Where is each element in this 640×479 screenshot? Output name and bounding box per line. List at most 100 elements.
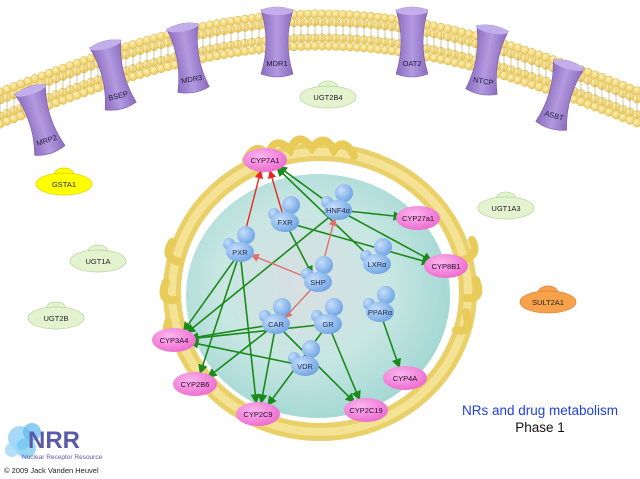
receptor-body [226, 242, 254, 262]
cyp-shape [173, 372, 217, 396]
receptor-lxra: LXRα [360, 238, 392, 274]
enzyme-ugt2b: UGT2B [27, 301, 85, 330]
receptor-ligand-domain [273, 298, 291, 316]
receptor-hnf4a: HNF4α [321, 184, 353, 220]
enzyme-body [27, 306, 85, 330]
cyp-cyp27a1: CYP27a1 [396, 206, 440, 230]
activation-edge-GR-CYP2C19 [327, 323, 361, 401]
enzyme-ugt1a: UGT1A [69, 244, 127, 273]
receptor-label: PXR [232, 248, 248, 257]
transporter-label: OAT2 [402, 59, 421, 68]
receptor-pxr: PXR [223, 226, 255, 262]
activation-edge-FXR-CYP8B1 [284, 221, 432, 266]
enzyme-ugt1a3: UGT1A3 [477, 191, 535, 220]
caption-title: NRs and drug metabolism [461, 403, 619, 418]
enzyme-body [69, 249, 127, 273]
enzyme-label: SULT2A1 [532, 298, 564, 307]
cyp-label: CYP27a1 [402, 214, 434, 223]
cyp-cyp4a: CYP4A [383, 366, 427, 390]
cyp-cyp8b1: CYP8B1 [424, 254, 468, 278]
cyp-cyp2b6: CYP2B6 [173, 372, 217, 396]
activation-edge-HNF4a-CYP8B1 [337, 209, 433, 262]
enzyme-label: UGT2B4 [313, 93, 342, 102]
receptor-ligand-domain [335, 184, 353, 202]
transporter-mrp2: MRP2 [14, 84, 66, 156]
transporter-top [89, 39, 122, 51]
transporter-top [553, 59, 584, 72]
enzyme-body [477, 196, 535, 220]
receptor-label: PPARα [368, 308, 393, 317]
activation-edge-PXR-CYP3A4 [182, 251, 241, 332]
receptor-vdr: VDR [288, 340, 320, 376]
receptor-body [291, 356, 319, 376]
receptor-label: VDR [297, 362, 313, 371]
transporter-top [261, 7, 293, 15]
activation-edge-PXR-CYP2B6 [198, 251, 241, 375]
receptor-label: GR [322, 320, 334, 329]
lipid-head [632, 110, 640, 120]
receptor-ligand-domain [374, 238, 392, 256]
transporter-label: NTCP [472, 75, 494, 87]
receptor-ligand-domain [282, 196, 300, 214]
activation-edge-CAR-CYP2C9 [258, 323, 277, 404]
transporter-top [15, 84, 46, 97]
cyp-label: CYP3A4 [160, 336, 189, 345]
receptor-ligand-domain [325, 298, 343, 316]
logo-subtext: Nuclear Receptor Resource [22, 454, 103, 461]
transporter-ntcp: NTCP [465, 24, 509, 96]
cyp-cyp2c9: CYP2C9 [236, 402, 280, 426]
receptor-body [262, 314, 290, 334]
cyp-shape [424, 254, 468, 278]
transporter-asbt: ASBT [535, 59, 585, 131]
receptor-ligand-domain [302, 340, 320, 358]
nrr-logo: NRR Nuclear Receptor Resource [2, 418, 117, 462]
receptor-body [363, 254, 391, 274]
transporter-top [396, 7, 428, 15]
receptor-body [304, 272, 332, 292]
receptor-label: LXRα [368, 260, 388, 269]
cyp-label: CYP8B1 [432, 262, 461, 271]
transporter-mdr1: MDR1 [260, 6, 294, 78]
transporter-bsep: BSEP [89, 39, 137, 111]
receptor-label: FXR [278, 218, 294, 227]
receptor-label: SHP [310, 278, 325, 287]
receptor-gr: GR [311, 298, 343, 334]
transporter-top [166, 22, 199, 33]
cyp-shape [383, 366, 427, 390]
enzyme-ugt2b4: UGT2B4 [299, 80, 357, 109]
lipid-head [632, 118, 640, 128]
enzyme-label: UGT1A3 [491, 204, 520, 213]
lipid-head [632, 86, 640, 96]
enzyme-sult2a1: SULT2A1 [519, 285, 577, 314]
receptor-ligand-domain [237, 226, 255, 244]
enzyme-body [299, 85, 357, 109]
activation-edge-CAR-CYP3A4 [188, 323, 277, 342]
enzyme-label: UGT1A [85, 257, 110, 266]
receptor-ligand-domain [377, 286, 395, 304]
receptor-body [366, 302, 394, 322]
receptor-label: HNF4α [326, 206, 351, 215]
cyp-shape [344, 398, 388, 422]
receptor-fxr: FXR [268, 196, 300, 232]
enzyme-gsta1: GSTA1 [35, 167, 93, 196]
caption-subtitle: Phase 1 [515, 420, 565, 435]
receptor-label: CAR [268, 320, 284, 329]
cyp-cyp2c19: CYP2C19 [344, 398, 388, 422]
transporter-oat2: OAT2 [395, 6, 429, 78]
transporter-mdr3: MDR3 [166, 22, 210, 94]
activation-edge-PXR-CYP2C9 [239, 251, 261, 404]
cyp-label: CYP2B6 [181, 380, 210, 389]
transporter-label: MDR3 [180, 73, 203, 86]
cyp-label: CYP4A [393, 374, 418, 383]
receptor-car: CAR [259, 298, 291, 334]
receptor-shp: SHP [301, 256, 333, 292]
enzyme-body [35, 172, 93, 196]
enzyme-label: GSTA1 [52, 180, 76, 189]
cyp-label: CYP2C9 [243, 410, 272, 419]
activation-edge-GR-CYP3A4 [188, 323, 329, 343]
logo-text: NRR [28, 427, 80, 454]
